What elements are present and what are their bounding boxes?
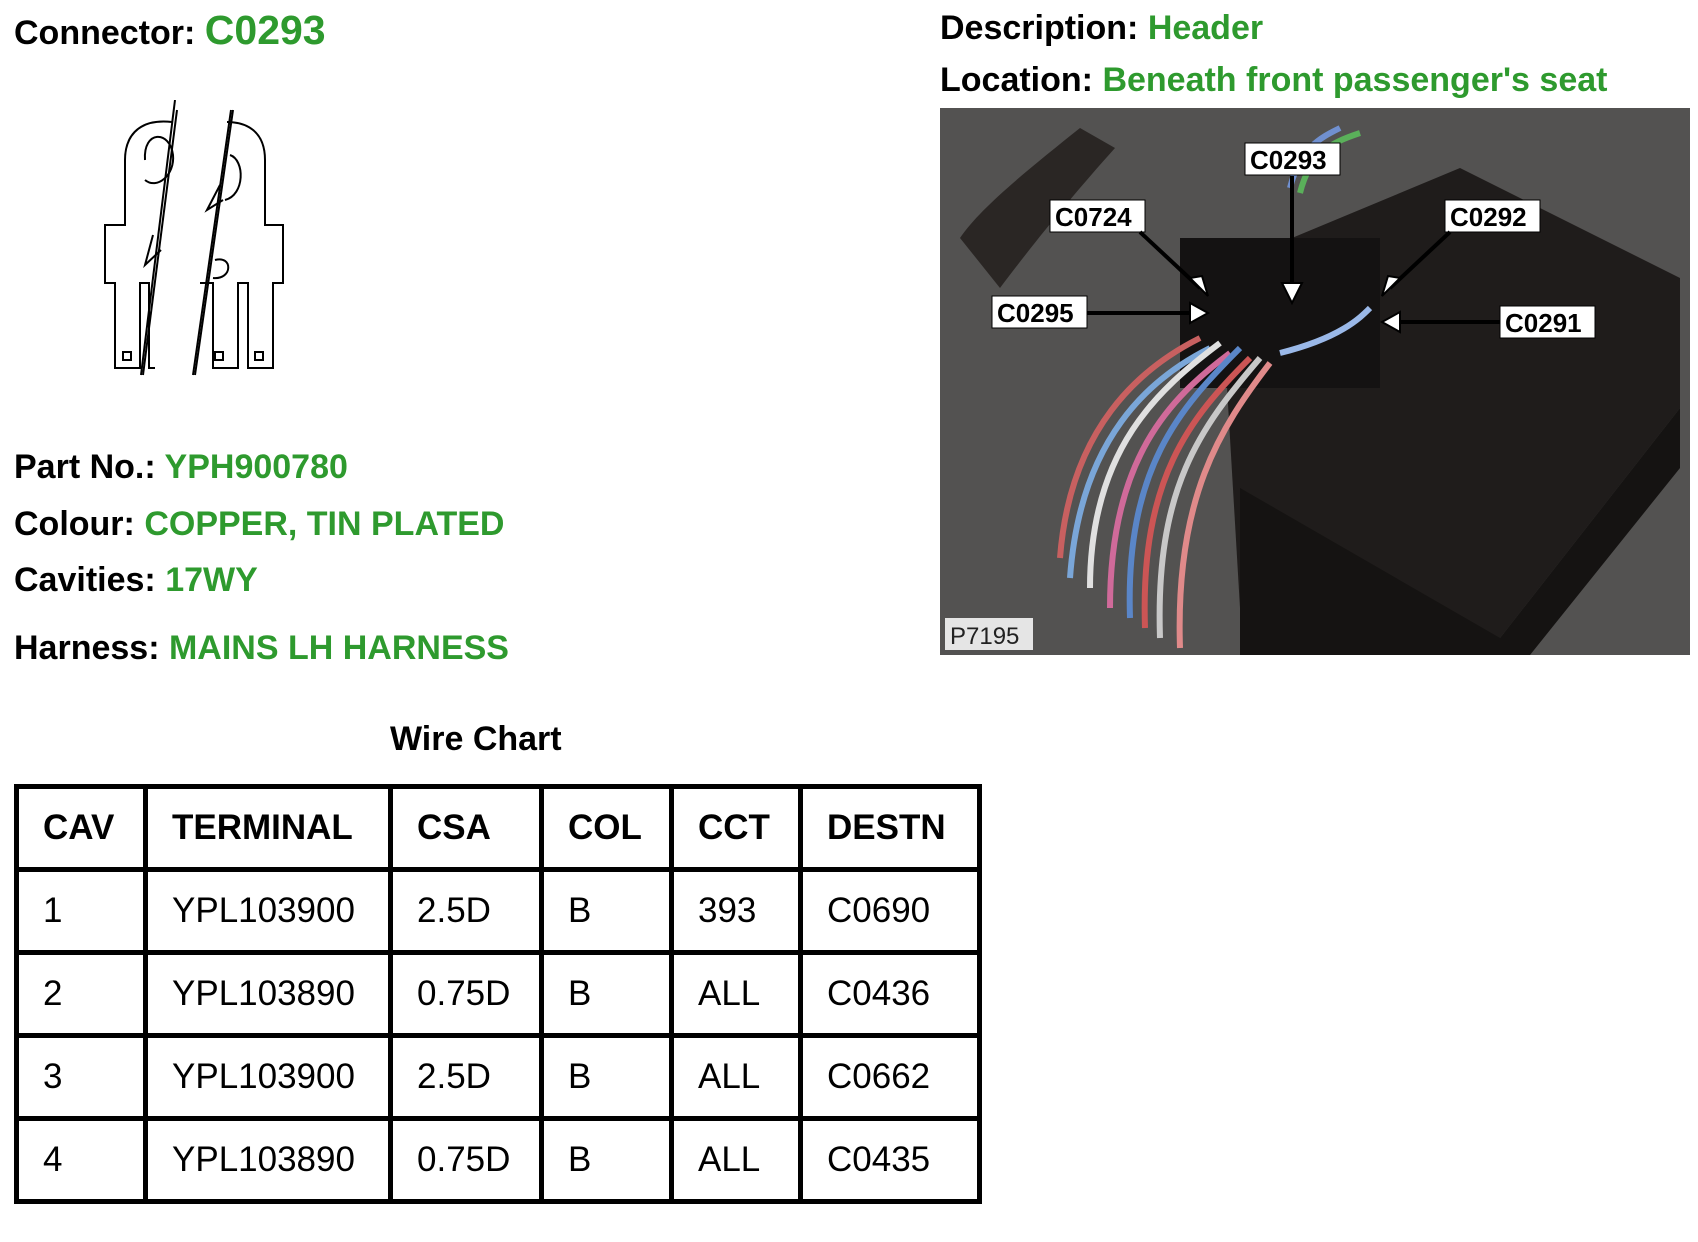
cell-col: B: [539, 1116, 674, 1204]
colour-label: Colour:: [14, 505, 135, 543]
harness-field: Harness: MAINS LH HARNESS: [14, 631, 509, 665]
cell-cct: 393: [669, 867, 803, 955]
colour-field: Colour: COPPER, TIN PLATED: [14, 507, 504, 541]
photo-label-c0295: C0295: [997, 298, 1074, 328]
cell-col: B: [539, 1033, 674, 1121]
connector-value: C0293: [204, 7, 326, 53]
table-header-row: CAV TERMINAL CSA COL CCT DESTN: [14, 784, 982, 872]
photo-label-c0291: C0291: [1505, 308, 1582, 338]
cell-destn: C0690: [798, 867, 982, 955]
cavities-field: Cavities: 17WY: [14, 563, 258, 597]
part-no-value: YPH900780: [164, 448, 348, 486]
harness-value: MAINS LH HARNESS: [168, 629, 509, 667]
location-value: Beneath front passenger's seat: [1102, 61, 1608, 99]
cell-cct: ALL: [669, 1116, 803, 1204]
cell-csa: 0.75D: [388, 1116, 544, 1204]
connector-label: Connector:: [14, 14, 196, 52]
cell-terminal: YPL103890: [143, 1116, 393, 1204]
cell-col: B: [539, 950, 674, 1038]
part-no-label: Part No.:: [14, 448, 156, 486]
table-row: 1 YPL103900 2.5D B 393 C0690: [14, 867, 982, 955]
harness-label: Harness:: [14, 629, 160, 667]
location-label: Location:: [940, 61, 1093, 99]
cell-csa: 0.75D: [388, 950, 544, 1038]
cell-destn: C0662: [798, 1033, 982, 1121]
cell-terminal: YPL103900: [143, 1033, 393, 1121]
cell-cct: ALL: [669, 1033, 803, 1121]
location-field: Location: Beneath front passenger's seat: [940, 63, 1607, 97]
description-field: Description: Header: [940, 11, 1263, 45]
cell-destn: C0436: [798, 950, 982, 1038]
location-photo: C0293 C0724 C0292 C0295 C0291 P7195: [940, 108, 1690, 655]
table-row: 2 YPL103890 0.75D B ALL C0436: [14, 950, 982, 1038]
cell-col: B: [539, 867, 674, 955]
cavities-value: 17WY: [165, 561, 258, 599]
cavities-label: Cavities:: [14, 561, 156, 599]
cell-csa: 2.5D: [388, 1033, 544, 1121]
photo-label-c0293: C0293: [1250, 145, 1327, 175]
column-header-cct: CCT: [669, 784, 803, 872]
photo-label-c0724: C0724: [1055, 202, 1132, 232]
colour-value: COPPER, TIN PLATED: [144, 505, 505, 543]
cell-terminal: YPL103900: [143, 867, 393, 955]
cell-cav: 4: [14, 1116, 148, 1204]
cell-cav: 3: [14, 1033, 148, 1121]
part-no-field: Part No.: YPH900780: [14, 450, 348, 484]
wire-chart-title: Wire Chart: [390, 720, 562, 758]
cell-csa: 2.5D: [388, 867, 544, 955]
cell-cav: 2: [14, 950, 148, 1038]
column-header-cav: CAV: [14, 784, 148, 872]
column-header-csa: CSA: [388, 784, 544, 872]
table-row: 3 YPL103900 2.5D B ALL C0662: [14, 1033, 982, 1121]
photo-ref: P7195: [950, 623, 1019, 650]
column-header-col: COL: [539, 784, 674, 872]
description-value: Header: [1147, 9, 1264, 47]
cell-cct: ALL: [669, 950, 803, 1038]
column-header-terminal: TERMINAL: [143, 784, 393, 872]
description-label: Description:: [940, 9, 1139, 47]
connector-field: Connector: C0293: [14, 10, 326, 51]
cell-terminal: YPL103890: [143, 950, 393, 1038]
connector-terminal-drawing: [104, 100, 284, 376]
photo-label-c0292: C0292: [1450, 202, 1527, 232]
cell-destn: C0435: [798, 1116, 982, 1204]
column-header-destn: DESTN: [798, 784, 982, 872]
cell-cav: 1: [14, 867, 148, 955]
wire-chart-table: CAV TERMINAL CSA COL CCT DESTN 1 YPL1039…: [14, 784, 982, 1204]
table-row: 4 YPL103890 0.75D B ALL C0435: [14, 1116, 982, 1204]
